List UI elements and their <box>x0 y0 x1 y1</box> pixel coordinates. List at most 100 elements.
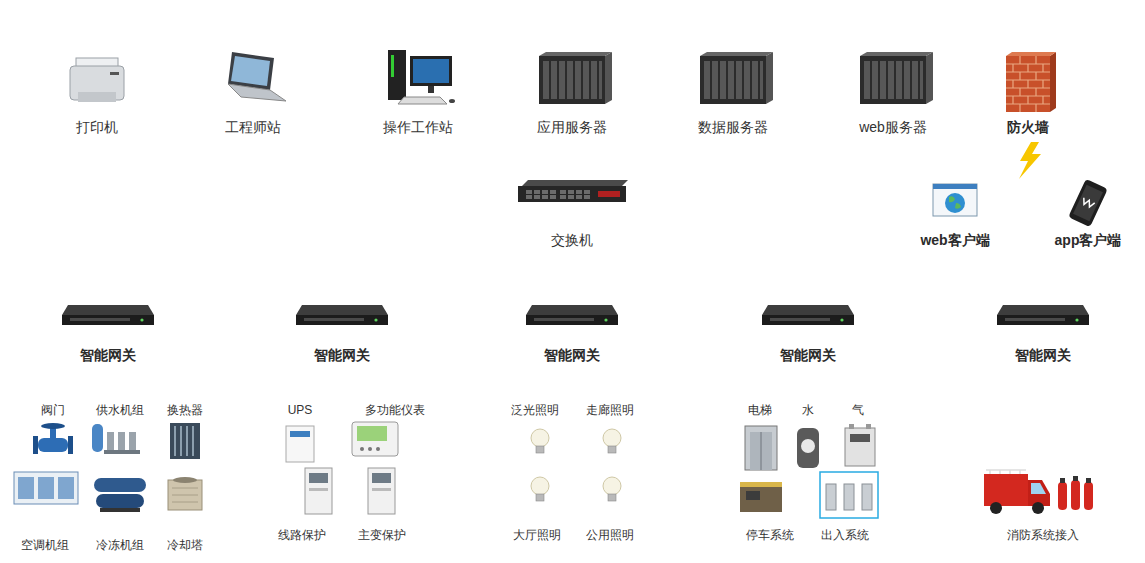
water-meter-icon <box>797 428 819 468</box>
gateway-icon <box>296 305 388 325</box>
arrow-head <box>564 163 580 172</box>
parking-barrier-icon <box>740 482 782 512</box>
label-holder: 工程师站 <box>225 119 281 136</box>
workstation-node: 操作工作站 <box>353 60 483 140</box>
link-line <box>786 82 840 88</box>
device-label: 走廊照明 <box>586 403 634 417</box>
server-node: web服务器 <box>828 60 958 140</box>
label-holder: UPS <box>288 403 313 417</box>
device-label: 操作工作站 <box>383 119 453 136</box>
gateway-node: 智能网关 <box>978 300 1108 366</box>
gateway-icon <box>62 305 154 325</box>
connector <box>150 85 200 86</box>
connector <box>395 322 519 323</box>
server-icon <box>700 52 773 104</box>
platform-ellipse <box>510 175 634 219</box>
device-label: 冷冻机组 <box>96 538 144 552</box>
device-label: UPS <box>288 403 313 417</box>
server-node: 数据服务器 <box>668 60 798 140</box>
browser-icon <box>933 184 977 216</box>
device-label: 大厅照明 <box>513 528 561 542</box>
device-label: 出入系统 <box>821 528 869 542</box>
label-holder: 智能网关 <box>80 347 136 364</box>
label-holder: 停车系统 <box>746 528 794 542</box>
label-holder: 冷却塔 <box>167 538 203 552</box>
platform-ellipse <box>487 450 657 520</box>
link-line <box>861 319 990 325</box>
connector <box>861 322 990 323</box>
platform-ellipse <box>507 300 637 344</box>
device-label: 智能网关 <box>1015 347 1071 364</box>
phone-icon <box>1068 179 1108 227</box>
arrow-head <box>564 288 580 297</box>
device-label: 应用服务器 <box>537 119 607 136</box>
label-holder: 线路保护 <box>278 528 326 542</box>
label-holder: 智能网关 <box>544 347 600 364</box>
device-label: 智能网关 <box>314 347 370 364</box>
label-holder: 智能网关 <box>780 347 836 364</box>
workstation-icon <box>388 50 455 104</box>
connector <box>800 370 816 397</box>
meter-icon <box>352 422 398 456</box>
device-cluster: UPS多功能仪表线路保护主变保护 <box>252 400 428 556</box>
arrow-shaft <box>106 378 111 389</box>
arrow-head <box>564 144 580 153</box>
connector <box>334 370 350 397</box>
device-label: 阀门 <box>41 403 65 417</box>
label-holder: 数据服务器 <box>698 119 768 136</box>
label-holder: 智能网关 <box>314 347 370 364</box>
device-label: 多功能仪表 <box>365 403 425 417</box>
label-holder: 水 <box>802 403 814 417</box>
device-label: 换热器 <box>167 403 203 417</box>
cooling-tower-icon <box>168 477 202 510</box>
ups-icon <box>286 426 314 462</box>
arrow-head <box>564 388 580 397</box>
extinguisher-icon <box>1058 476 1093 510</box>
device-label: 智能网关 <box>544 347 600 364</box>
device-label: 数据服务器 <box>698 119 768 136</box>
label-holder: 消防系统接入 <box>1007 528 1079 542</box>
device-label: 智能网关 <box>80 347 136 364</box>
platform-ellipse <box>698 438 918 522</box>
device-label: 防火墙 <box>1007 119 1049 136</box>
platform-ellipse <box>668 60 798 110</box>
connector <box>946 85 1005 86</box>
connector <box>625 85 680 86</box>
label-holder: 走廊照明 <box>586 403 634 417</box>
bulb-icon <box>603 477 621 501</box>
access-gate-icon <box>820 472 878 518</box>
label-holder: 操作工作站 <box>383 119 453 136</box>
connector <box>100 370 116 397</box>
label-holder: 泛光照明 <box>511 403 559 417</box>
connector <box>161 322 289 323</box>
connector <box>625 322 755 323</box>
fire-truck-icon <box>984 470 1050 514</box>
gateway-icon <box>997 305 1089 325</box>
arrow-shaft <box>570 263 575 289</box>
workstation-node: 工程师站 <box>188 60 318 140</box>
platform-ellipse <box>277 300 407 344</box>
label-holder: 交换机 <box>551 232 593 249</box>
gateway-node: 智能网关 <box>743 300 873 366</box>
device-label: 公用照明 <box>586 528 634 542</box>
label-holder: web客户端 <box>920 232 989 249</box>
lightning-symbol <box>1019 142 1041 179</box>
pump-unit-icon <box>92 424 140 454</box>
client-node: app客户端 <box>1033 183 1143 251</box>
arrow-shaft <box>570 152 575 164</box>
arrow-head <box>1035 370 1051 379</box>
valve-icon <box>33 423 73 454</box>
arrow-shaft <box>1041 378 1046 389</box>
label-holder: 应用服务器 <box>537 119 607 136</box>
link-line <box>161 319 289 325</box>
device-label: 电梯 <box>748 403 772 417</box>
heat-exchanger-icon <box>170 423 200 459</box>
label-holder: 多功能仪表 <box>365 403 425 417</box>
switch-icon <box>518 180 628 202</box>
arrow-head <box>800 370 816 379</box>
server-icon <box>860 52 933 104</box>
gas-meter-icon <box>845 424 875 466</box>
gateway-node: 智能网关 <box>507 300 637 366</box>
label-holder: 冷冻机组 <box>96 538 144 552</box>
